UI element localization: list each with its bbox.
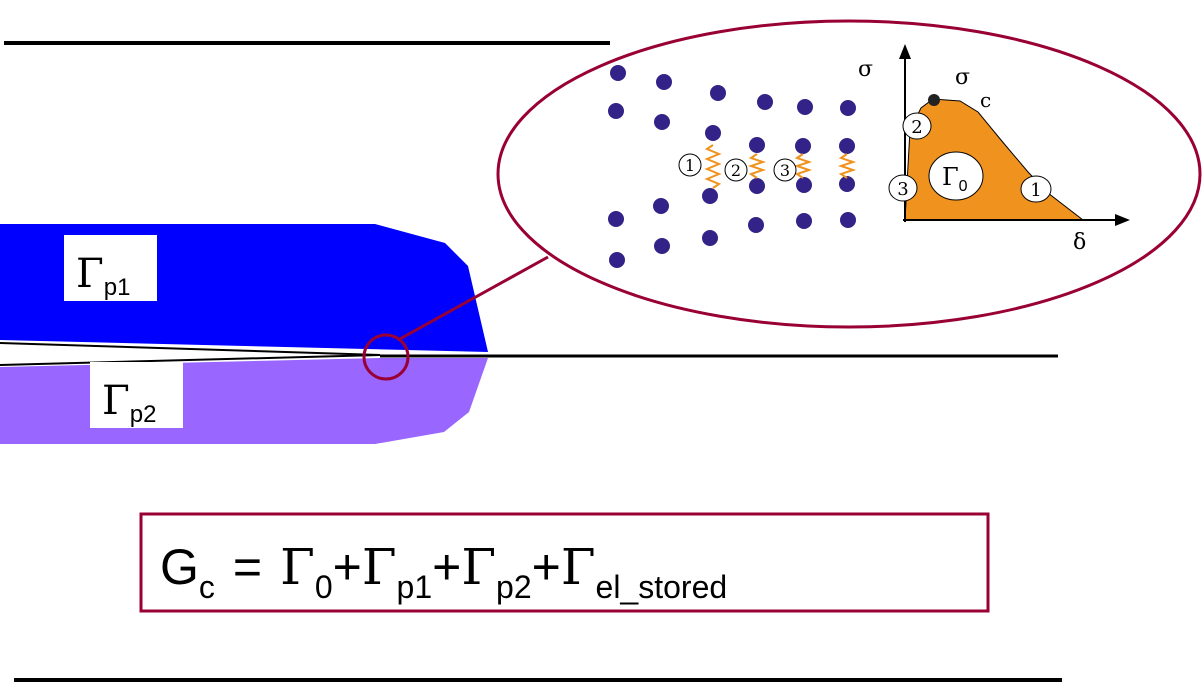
atom <box>654 238 670 254</box>
bond-label-3: 3 <box>773 158 797 182</box>
toughness-equation: Gc=Γ0+Γp1+Γp2+Γel_stored <box>160 538 727 605</box>
sigma-axis-label: σ <box>858 57 873 82</box>
atom <box>608 103 624 119</box>
sigma-c-label: σc <box>955 65 991 112</box>
curve-label-3: 3 <box>888 174 918 202</box>
zoom-leader-line <box>397 255 549 342</box>
upper-crack-face <box>0 342 381 356</box>
zoom-ellipse <box>496 19 1202 329</box>
lower-crack-face <box>0 354 381 366</box>
atom <box>840 100 856 116</box>
svg-text:2: 2 <box>911 117 922 138</box>
atom <box>710 85 726 101</box>
atom <box>796 177 812 193</box>
gamma-p1-label: Γp1 <box>76 251 130 301</box>
gamma-0-label: Γ0 <box>942 163 968 195</box>
atom <box>757 94 773 110</box>
curve-label-1: 1 <box>1020 175 1052 203</box>
crack-tip-circle <box>362 333 410 381</box>
svg-text:1: 1 <box>1030 180 1041 201</box>
atom <box>705 125 721 141</box>
atom <box>840 212 856 228</box>
atom <box>749 137 765 153</box>
crack-opening <box>0 343 380 365</box>
delta-axis-label: δ <box>1073 230 1086 255</box>
svg-text:3: 3 <box>897 179 908 200</box>
atom <box>796 213 812 229</box>
atom <box>608 211 624 227</box>
curve-label-2: 2 <box>902 112 932 140</box>
atom <box>656 74 672 90</box>
gamma-p1-label-box <box>64 235 157 301</box>
bond-label-2: 2 <box>724 158 748 182</box>
sigma-axis-arrowhead <box>899 44 911 59</box>
atom <box>609 252 625 268</box>
svg-text:2: 2 <box>731 161 741 180</box>
delta-axis-arrowhead <box>1115 214 1130 226</box>
atom <box>653 198 669 214</box>
bond-label-1: 1 <box>678 153 702 177</box>
atom <box>795 138 811 154</box>
lower-plastic-zone <box>0 358 488 444</box>
spring-2 <box>747 153 767 179</box>
atom <box>702 230 718 246</box>
atom <box>749 178 765 194</box>
spring-3 <box>793 153 813 179</box>
atom <box>702 188 718 204</box>
spring-4 <box>837 153 857 179</box>
bond-springs <box>704 144 857 189</box>
svg-text:3: 3 <box>780 161 790 180</box>
gamma-p2-label: Γp2 <box>102 378 156 428</box>
gamma-p2-label-box <box>90 362 183 428</box>
atom <box>797 99 813 115</box>
atom-lattice <box>608 65 856 268</box>
gamma-0-bubble <box>928 151 984 201</box>
atom <box>654 114 670 130</box>
atom <box>610 65 626 81</box>
spring-1 <box>704 144 722 189</box>
equation-box <box>139 512 990 613</box>
atom <box>748 217 764 233</box>
atom <box>839 176 855 192</box>
atom <box>839 138 855 154</box>
peak-stress-point <box>928 94 940 106</box>
svg-text:1: 1 <box>685 156 695 175</box>
